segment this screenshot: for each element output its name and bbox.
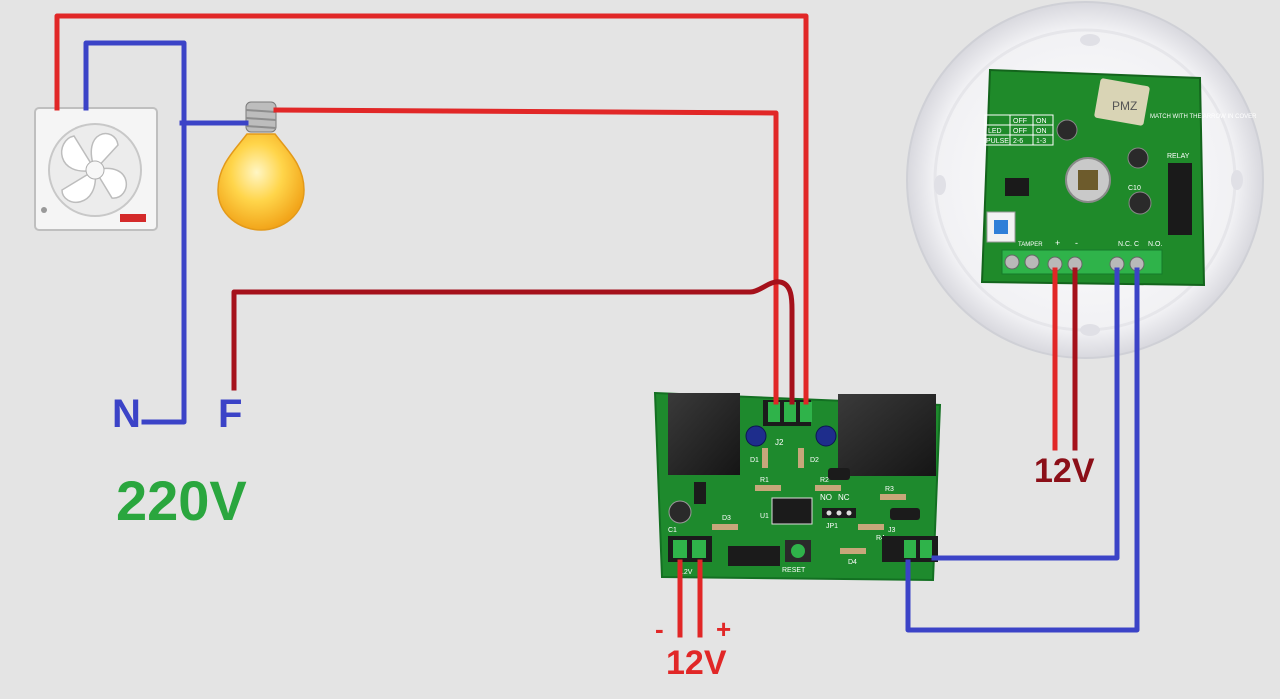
r4-label: R4 bbox=[876, 535, 885, 542]
tamper-label: TAMPER bbox=[1018, 242, 1043, 248]
r2-label: R2 bbox=[820, 477, 829, 484]
phase-label: F bbox=[218, 392, 243, 436]
diode-d3 bbox=[712, 524, 738, 530]
board-supply-label: 12V bbox=[666, 644, 727, 682]
match-arrow-text: MATCH WITH THE ARROW IN COVER bbox=[1150, 114, 1257, 120]
diode-d4 bbox=[840, 548, 866, 554]
j1-voltage-label: 12V bbox=[680, 569, 693, 576]
light-bulb bbox=[217, 101, 305, 231]
no-label: NO bbox=[820, 493, 832, 502]
mosfet bbox=[728, 546, 780, 566]
fan-brand-tag bbox=[120, 214, 146, 222]
table-led: LED bbox=[988, 128, 1002, 135]
table-pulse: PULSE bbox=[986, 138, 1009, 145]
d2-label: D2 bbox=[810, 457, 819, 464]
j2-label: J2 bbox=[775, 438, 784, 447]
minus-label: - bbox=[655, 614, 664, 644]
nc-label: NC bbox=[838, 493, 850, 502]
wires bbox=[54, 13, 1140, 638]
sensor-badge: PMZ bbox=[1112, 99, 1137, 113]
resistor-r3 bbox=[880, 494, 906, 500]
term-plus: + bbox=[1055, 238, 1060, 248]
d4-label: D4 bbox=[848, 559, 857, 566]
transistor-q1 bbox=[828, 468, 850, 480]
sensor-capacitor bbox=[1056, 119, 1078, 141]
d1-label: D1 bbox=[750, 457, 759, 464]
led-2 bbox=[815, 425, 837, 447]
c1-label: C1 bbox=[668, 527, 677, 534]
r1-label: R1 bbox=[760, 477, 769, 484]
wire-sensor-c-blue bbox=[905, 267, 1140, 633]
wire-neutral-blue bbox=[83, 40, 187, 425]
resistor-r2 bbox=[815, 485, 841, 491]
reset-label: RESET bbox=[782, 567, 806, 574]
jp1-label: JP1 bbox=[826, 523, 838, 530]
control-board: J2 D1 D2 R1 R2 U1 NO NC JP1 R3 R4 C1 D3 … bbox=[653, 391, 942, 582]
d3-label: D3 bbox=[722, 515, 731, 522]
bulb-glass bbox=[217, 133, 305, 231]
term-no: N.O. bbox=[1148, 241, 1162, 248]
resistor-r4 bbox=[858, 524, 884, 530]
wire-phase-darkred bbox=[231, 279, 795, 405]
sensor-relay bbox=[1168, 163, 1192, 235]
sensor-capacitor bbox=[1127, 147, 1149, 169]
wire-sensor-nc-blue bbox=[931, 267, 1120, 561]
table-on-2: ON bbox=[1036, 128, 1047, 135]
u1-label: U1 bbox=[760, 513, 769, 520]
table-on-1: ON bbox=[1036, 118, 1047, 125]
pir-window bbox=[1078, 170, 1098, 190]
table-2-6: 2-6 bbox=[1013, 138, 1023, 145]
regulator bbox=[694, 482, 706, 504]
ic-u1 bbox=[771, 497, 813, 525]
sensor-mount-slot bbox=[934, 175, 946, 195]
r3-label: R3 bbox=[885, 486, 894, 493]
wire-fan-phase-red bbox=[54, 13, 809, 405]
capacitor-c1 bbox=[668, 500, 692, 524]
reset-button bbox=[791, 544, 805, 558]
neutral-label: N bbox=[112, 392, 141, 436]
sensor-sticker bbox=[1094, 78, 1150, 126]
sensor-chip bbox=[1005, 178, 1029, 196]
sensor-mount-slot bbox=[1080, 324, 1100, 336]
term-nc: N.C. bbox=[1118, 241, 1132, 248]
motion-sensor: PMZ OFF ON LED OFF ON PULSE 2-6 1-3 C10 bbox=[906, 1, 1264, 359]
sensor-supply-label: 12V bbox=[1034, 452, 1095, 490]
mains-voltage-label: 220V bbox=[116, 469, 247, 532]
term-minus: - bbox=[1075, 238, 1078, 248]
relay-1 bbox=[668, 393, 740, 475]
tamper-button bbox=[994, 220, 1008, 234]
sensor-capacitor bbox=[1128, 191, 1152, 215]
sensor-mount-slot bbox=[1080, 34, 1100, 46]
diode-d1 bbox=[762, 448, 768, 468]
exhaust-fan bbox=[34, 107, 158, 231]
relay-label: RELAY bbox=[1167, 153, 1190, 160]
table-off-1: OFF bbox=[1013, 118, 1027, 125]
sensor-mount-slot bbox=[1231, 170, 1243, 190]
relay-2 bbox=[838, 394, 936, 476]
led-1 bbox=[745, 425, 767, 447]
transistor-q2 bbox=[890, 508, 920, 520]
term-c: C bbox=[1134, 241, 1139, 248]
sensor-jumper-table bbox=[984, 114, 1054, 146]
resistor-r1 bbox=[755, 485, 781, 491]
wire-bulb-phase-red bbox=[273, 107, 779, 405]
diode-d2 bbox=[798, 448, 804, 468]
table-1-3: 1-3 bbox=[1036, 138, 1046, 145]
fan-blades bbox=[60, 132, 128, 204]
plus-label: + bbox=[716, 614, 732, 644]
table-off-2: OFF bbox=[1013, 128, 1027, 135]
c10-label: C10 bbox=[1128, 185, 1141, 192]
j3-label: J3 bbox=[888, 527, 896, 534]
